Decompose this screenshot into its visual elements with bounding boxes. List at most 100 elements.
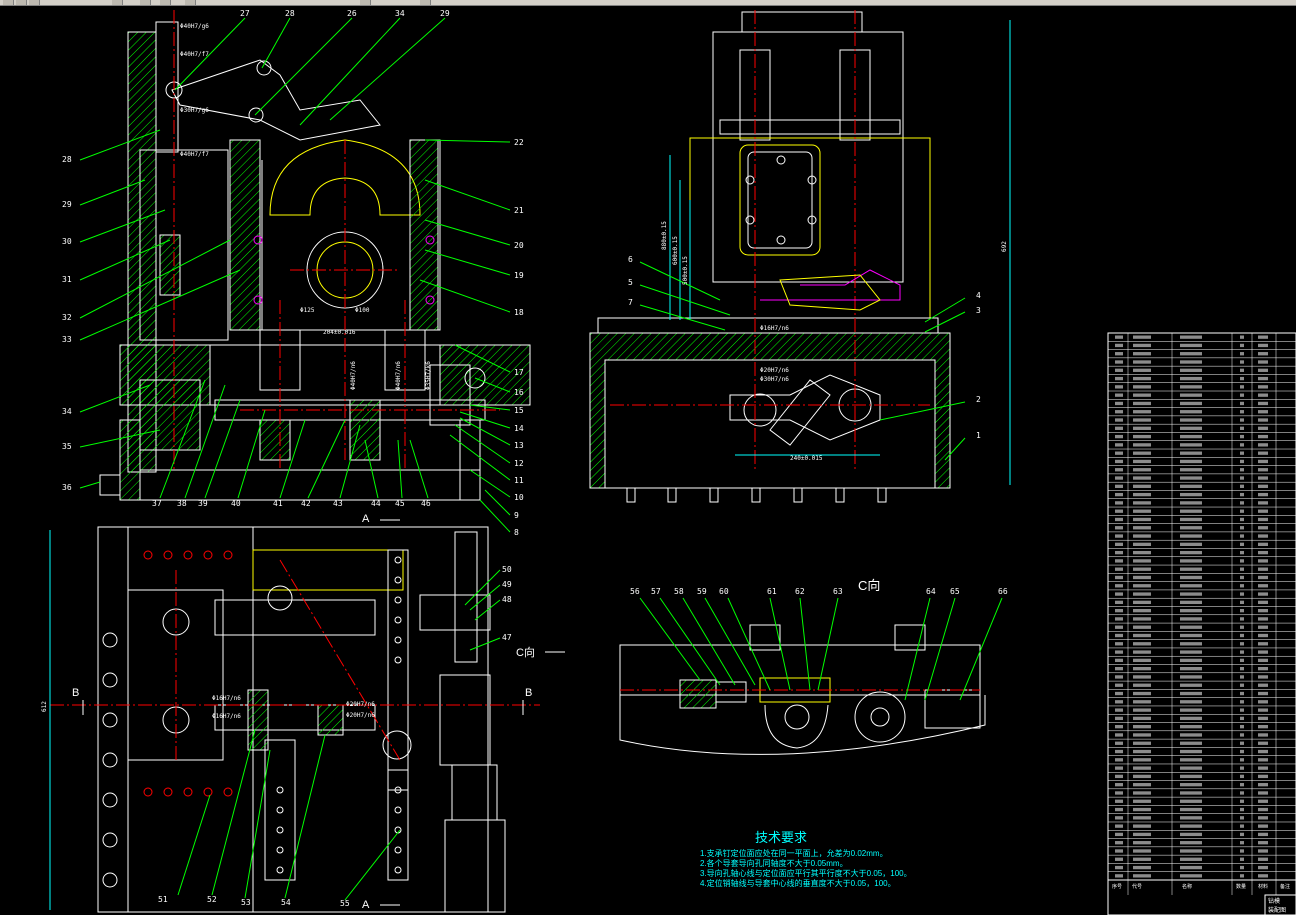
section-label-a: A [362, 513, 370, 525]
parts-cell-mark [1180, 783, 1202, 787]
parts-cell-mark [1240, 865, 1244, 870]
parts-cell-mark [1258, 667, 1268, 671]
parts-cell-mark [1133, 443, 1151, 447]
parts-cell-mark [1133, 368, 1151, 372]
callout-label: 34 [62, 407, 72, 416]
callout-label: 36 [62, 483, 72, 492]
callout-label: 39 [198, 499, 208, 508]
toolbar-button[interactable] [16, 0, 27, 5]
parts-cell-mark [1180, 567, 1202, 571]
tech-requirement-item: 1.支承钉定位面应处在同一平面上，允差为0.02mm。 [700, 848, 888, 858]
parts-cell-mark [1258, 857, 1268, 861]
toolbar-button[interactable] [3, 0, 14, 5]
dimension-text: Φ16H7/n6 [760, 325, 789, 332]
parts-cell-mark [1133, 617, 1151, 621]
parts-cell-mark [1258, 575, 1268, 580]
callout-label: 6 [628, 255, 633, 264]
toolbar-button[interactable] [185, 0, 196, 5]
hole [253, 295, 263, 305]
parts-cell-mark [1133, 783, 1151, 787]
dimension-text: Φ40H7/f7 [180, 51, 209, 58]
parts-cell-mark [1180, 376, 1202, 381]
parts-cell-mark [1180, 642, 1202, 646]
parts-cell-mark [1115, 376, 1123, 381]
dimension-text: Φ40H7/f7 [180, 151, 209, 158]
parts-cell-mark [1240, 600, 1244, 605]
bushing-hatched [317, 704, 344, 736]
parts-cell-mark [1133, 584, 1151, 588]
title-block-text: 装配图 [1268, 906, 1286, 914]
parts-cell-mark [1240, 633, 1244, 638]
parts-cell-mark [1240, 675, 1244, 679]
dimension-text: Φ40H7/n6 [350, 361, 357, 390]
hole [425, 295, 435, 305]
clamp-screw [419, 594, 491, 631]
parts-cell-mark [1240, 816, 1244, 820]
parts-cell-mark [1133, 733, 1151, 737]
parts-cell-mark [1133, 352, 1151, 356]
cad-toolbar-strip[interactable] [0, 0, 1296, 6]
parts-cell-mark [1258, 542, 1268, 546]
dimension-text: 240±0.015 [790, 455, 823, 462]
parts-cell-mark [1180, 343, 1202, 348]
dimension-text: 612 [41, 701, 48, 712]
parts-cell-mark [1180, 708, 1202, 712]
parts-cell-mark [1133, 426, 1151, 430]
parts-cell-mark [1258, 451, 1268, 455]
callout-label: 32 [62, 313, 72, 322]
toolbar-button[interactable] [112, 0, 123, 5]
plan-view-callouts: 50 49 48 47 51 52 53 54 55 [158, 565, 512, 908]
parts-cell-mark [1240, 857, 1244, 861]
toolbar-button[interactable] [140, 0, 151, 5]
title-block [1264, 894, 1296, 915]
parts-cell-mark [1240, 650, 1244, 654]
toolbar-button[interactable] [420, 0, 431, 5]
parts-cell-mark [1115, 758, 1123, 762]
foot-bolt [99, 474, 121, 496]
parts-cell-mark [1258, 360, 1268, 364]
drawing-canvas[interactable]: 27 28 26 34 29 28 29 30 31 32 33 34 35 3… [0, 5, 1296, 915]
parts-cell-mark [1133, 360, 1151, 364]
foot-right [459, 419, 481, 501]
toolbar-button[interactable] [360, 0, 371, 5]
parts-cell-mark [1115, 600, 1123, 605]
rail-holes [276, 556, 402, 874]
toolbar-button[interactable] [160, 0, 171, 5]
parts-cell-mark [1258, 352, 1268, 356]
parts-cell-mark [1258, 418, 1268, 422]
parts-cell-mark [1133, 376, 1151, 381]
parts-cell-mark [1258, 716, 1268, 721]
parts-cell-mark [1258, 426, 1268, 430]
base-cavity [604, 359, 936, 489]
parts-cell-mark [1133, 683, 1151, 687]
parts-cell-mark [1180, 675, 1202, 679]
parts-cell-mark [1240, 492, 1244, 497]
parts-cell-mark [1180, 534, 1202, 538]
parts-cell-mark [1133, 633, 1151, 638]
parts-cell-mark [1180, 824, 1202, 828]
parts-cell-mark [1240, 741, 1244, 745]
parts-cell-mark [1180, 492, 1202, 497]
parts-cell-mark [1115, 667, 1123, 671]
side-view-leaders [639, 261, 966, 461]
bush-hatched [349, 399, 381, 461]
toolbar-button[interactable] [29, 0, 40, 5]
parts-cell-mark [1133, 791, 1151, 795]
cam-housing [924, 689, 981, 729]
slide-rail [264, 739, 296, 881]
parts-cell-mark [1240, 658, 1244, 663]
bush-hatched [259, 419, 291, 461]
right-bracket [454, 531, 478, 663]
side-view-dims: 880±0.15 600±0.15 500±0.15 Φ16H7/n6 Φ20H… [661, 221, 1008, 462]
parts-cell-mark [1240, 575, 1244, 580]
parts-cell-mark [1180, 683, 1202, 687]
parts-cell-mark [1180, 667, 1202, 671]
parts-cell-mark [1180, 633, 1202, 638]
workpiece-outline [779, 274, 881, 311]
callout-label: 11 [514, 476, 524, 485]
lever-arm [171, 59, 381, 141]
parts-cell-mark [1258, 708, 1268, 712]
callout-label: 7 [628, 298, 633, 307]
parts-cell-mark [1115, 749, 1123, 754]
parts-cell-mark [1133, 691, 1151, 696]
